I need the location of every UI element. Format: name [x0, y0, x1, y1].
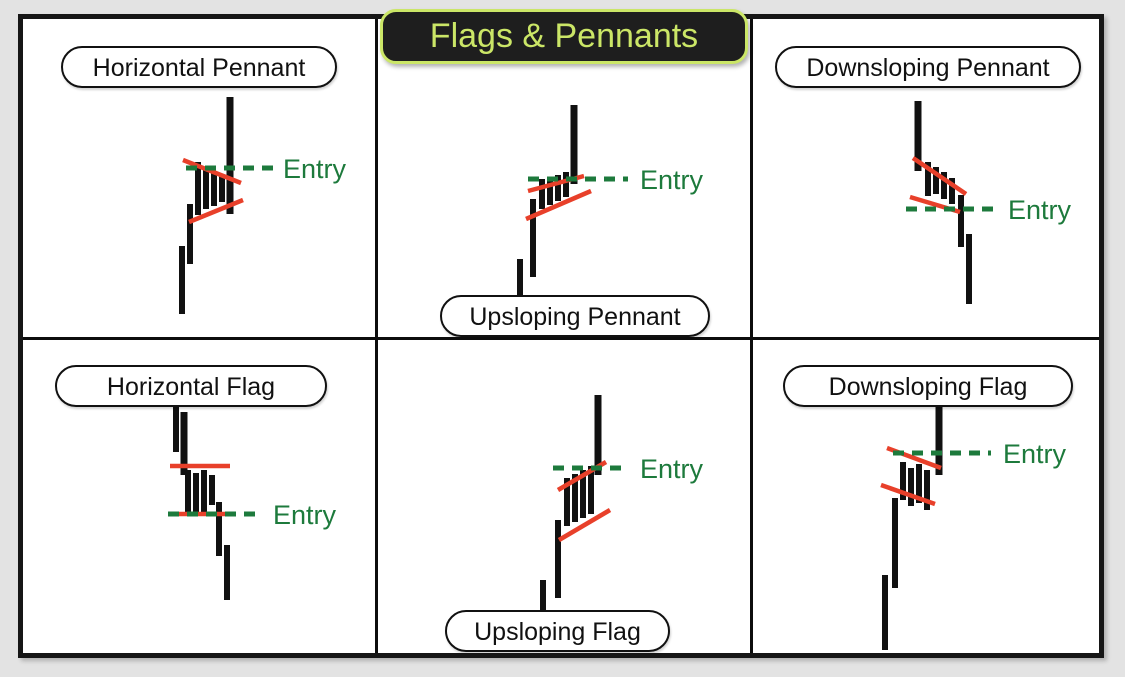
upper-trendline: [911, 156, 968, 196]
chart-horizontal-flag: Entry: [168, 398, 337, 600]
panel-label-upsloping-flag[interactable]: Upsloping Flag: [445, 610, 670, 652]
lower-trendline: [525, 188, 592, 222]
diagram-title: Flags & Pennants: [380, 9, 748, 64]
entry-label: Entry: [1008, 195, 1072, 225]
panel-horizontal-flag: Entry Horizontal Flag: [23, 340, 375, 653]
panel-label-horizontal-pennant[interactable]: Horizontal Pennant: [61, 46, 337, 88]
panel-label-horizontal-flag[interactable]: Horizontal Flag: [55, 365, 327, 407]
panel-label-downsloping-flag[interactable]: Downsloping Flag: [783, 365, 1073, 407]
panel-downsloping-flag: Entry Downsloping Flag: [753, 340, 1099, 653]
grid-divider-vertical-2: [750, 19, 753, 653]
grid-divider-horizontal-1: [23, 337, 1099, 340]
chart-upsloping-pennant: Entry: [517, 105, 704, 307]
entry-label: Entry: [1003, 439, 1067, 469]
lower-trendline: [557, 508, 612, 542]
entry-label: Entry: [273, 500, 337, 530]
panel-downsloping-pennant: Entry Downsloping Pennant: [753, 19, 1099, 337]
chart-horizontal-pennant: Entry: [179, 97, 347, 314]
lower-trendline: [880, 482, 936, 507]
panel-label-downsloping-pennant[interactable]: Downsloping Pennant: [775, 46, 1081, 88]
panel-upsloping-pennant: Entry Upsloping Pennant: [378, 19, 750, 337]
diagram-board: Entry Horizontal Pennant Entry Upsloping…: [18, 14, 1104, 658]
chart-downsloping-pennant: Entry: [906, 101, 1072, 304]
panel-horizontal-pennant: Entry Horizontal Pennant: [23, 19, 375, 337]
panel-label-upsloping-pennant[interactable]: Upsloping Pennant: [440, 295, 710, 337]
grid-divider-vertical-1: [375, 19, 378, 653]
chart-downsloping-flag: Entry: [880, 398, 1067, 650]
entry-label: Entry: [640, 454, 704, 484]
chart-upsloping-flag: Entry: [540, 395, 704, 635]
upper-trendline: [182, 157, 242, 186]
entry-label: Entry: [283, 154, 347, 184]
entry-label: Entry: [640, 165, 704, 195]
lower-trendline: [188, 197, 244, 225]
panel-upsloping-flag: Entry Upsloping Flag: [378, 340, 750, 653]
